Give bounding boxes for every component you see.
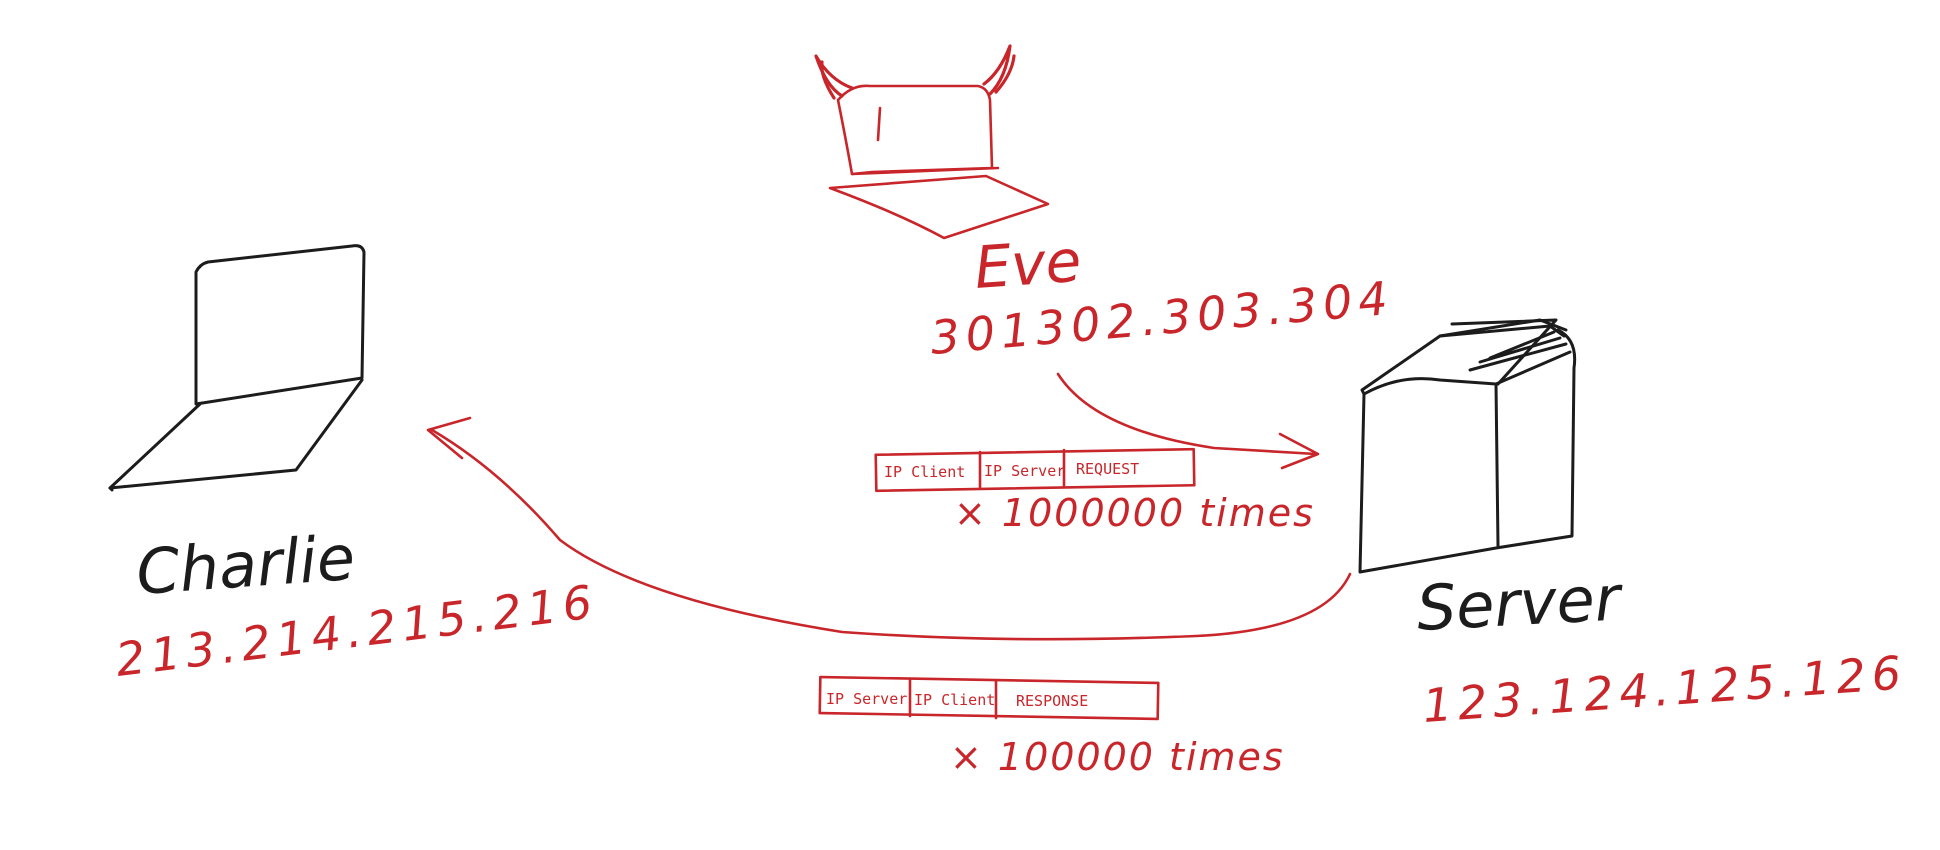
response-cell-1: IP Server: [826, 690, 907, 708]
charlie-label: Charlie: [134, 521, 357, 609]
response-packet: IP Server IP Client RESPONSE × 100000 ti…: [818, 675, 1285, 779]
response-multiplier: × 100000 times: [950, 735, 1285, 779]
server-label: Server: [1415, 561, 1625, 645]
response-arrow: [426, 416, 1352, 641]
eve-devil-laptop-icon: [814, 44, 1050, 240]
eve-label: Eve: [972, 227, 1083, 302]
response-cell-2: IP Client: [914, 691, 995, 709]
request-packet: IP Client IP Server REQUEST × 1000000 ti…: [874, 447, 1315, 535]
request-cell-2: IP Server: [984, 462, 1065, 480]
charlie-laptop-icon: [108, 244, 366, 492]
server-box-icon: [1358, 318, 1577, 574]
request-multiplier: × 1000000 times: [954, 491, 1315, 535]
request-cell-1: IP Client: [884, 463, 965, 481]
request-arrow: [1056, 372, 1320, 470]
server-ip: 123.124.125.126: [1421, 645, 1909, 733]
request-cell-3: REQUEST: [1076, 460, 1139, 478]
response-cell-3: RESPONSE: [1016, 692, 1088, 710]
